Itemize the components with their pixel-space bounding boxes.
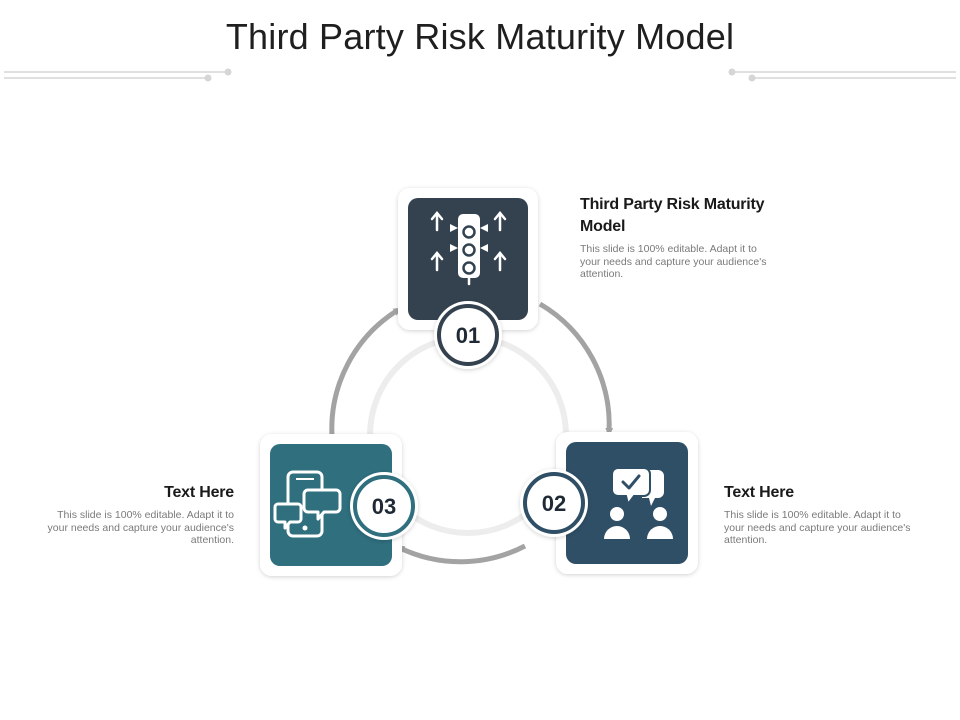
traffic-light-icon [430,211,507,286]
step-03-number-badge: 03 [350,472,418,540]
step-01-number: 01 [456,323,480,348]
arrow-02-to-03 [396,543,527,565]
step-01-body: This slide is 100% editable. Adapt it to… [580,243,767,280]
step-02-text-block: Text Here This slide is 100% editable. A… [724,482,914,547]
step-03-number: 03 [372,494,396,519]
arrow-01-to-02 [538,301,614,436]
step-02-body: This slide is 100% editable. Adapt it to… [724,509,911,546]
step-03-text-block: Text Here This slide is 100% editable. A… [44,482,235,547]
step-02-number: 02 [542,491,566,516]
step-01-heading: Third Party Risk Maturity Model [580,196,765,235]
step-02-heading: Text Here [724,484,794,501]
mobile-chat-icon [273,470,342,538]
step-03-body: This slide is 100% editable. Adapt it to… [47,509,234,546]
users-approval-icon [604,467,673,539]
step-03-heading: Text Here [164,484,234,501]
page-title: Third Party Risk Maturity Model [225,16,735,57]
step-01-text-block: Third Party Risk Maturity Model This sli… [580,194,770,281]
arrow-03-to-01 [329,307,402,437]
step-02-number-badge: 02 [520,469,588,537]
step-01-number-badge: 01 [434,301,502,369]
title-decoration [4,68,956,82]
